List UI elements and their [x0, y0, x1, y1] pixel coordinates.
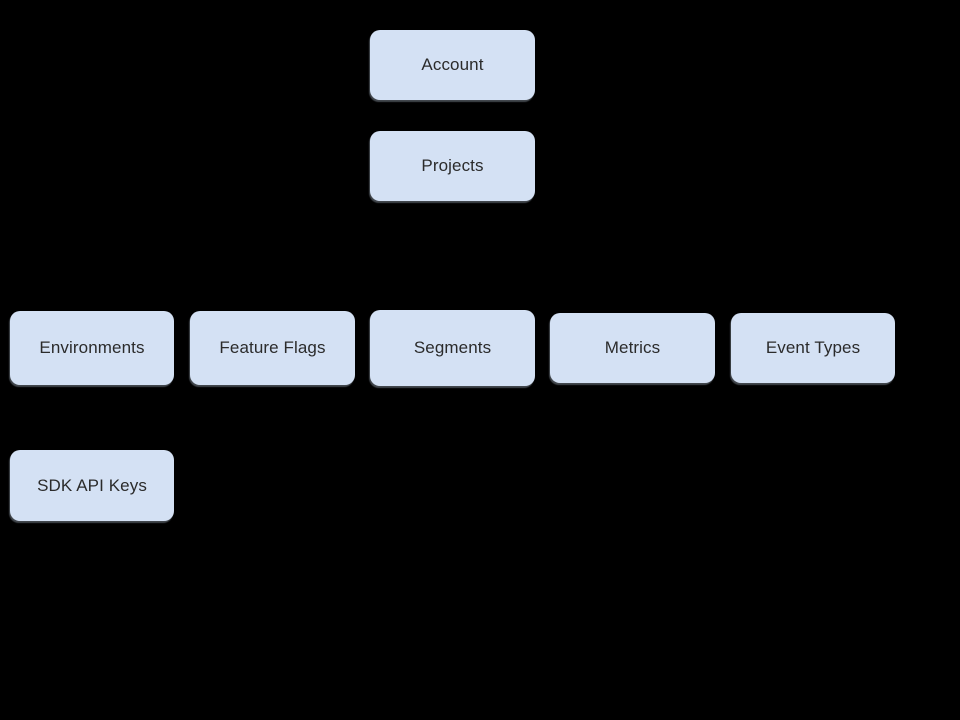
node-label-segments: Segments — [413, 338, 492, 357]
node-metrics[interactable]: Metrics — [550, 313, 715, 383]
node-projects[interactable]: Projects — [370, 131, 535, 201]
node-account[interactable]: Account — [370, 30, 535, 100]
node-label-metrics: Metrics — [604, 338, 661, 357]
node-event-types[interactable]: Event Types — [731, 313, 895, 383]
node-label-sdk-api-keys: SDK API Keys — [37, 475, 147, 495]
node-label-account: Account — [421, 55, 484, 74]
node-label-event-types: Event Types — [765, 338, 861, 357]
node-label-feature-flags: Feature Flags — [219, 338, 326, 357]
node-label-projects: Projects — [421, 156, 484, 175]
node-sdk-api-keys[interactable]: SDK API Keys — [10, 450, 174, 521]
node-label-environments: Environments — [39, 338, 145, 357]
node-segments[interactable]: Segments — [370, 310, 535, 386]
node-feature-flags[interactable]: Feature Flags — [190, 311, 355, 385]
node-environments[interactable]: Environments — [10, 311, 174, 385]
